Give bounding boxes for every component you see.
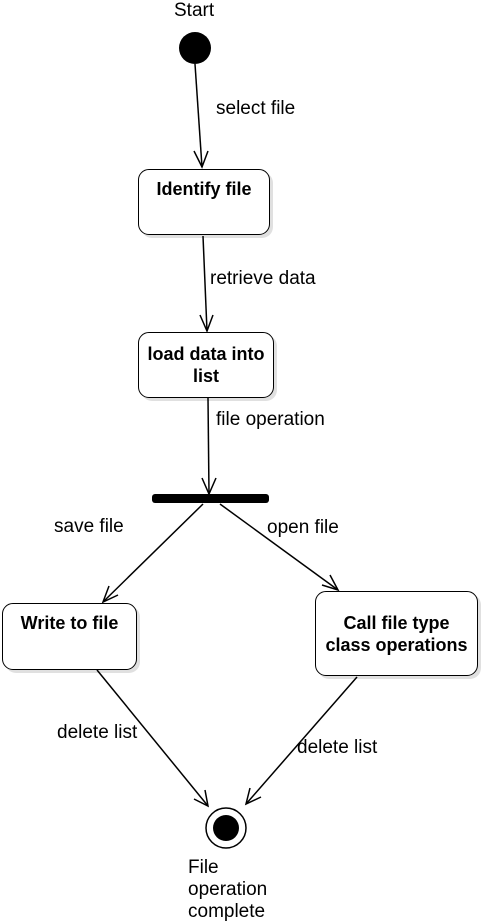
end-label: File operation complete (188, 857, 268, 922)
node-load-data: load data into list (138, 332, 274, 398)
edge-label-open-file: open file (267, 517, 339, 538)
edge-open-file (219, 503, 340, 592)
edge-label-select-file: select file (216, 98, 296, 119)
edge-delete-list-left (96, 669, 210, 808)
edge-label-retrieve-data: retrieve data (210, 268, 316, 289)
edge-retrieve-data (199, 235, 214, 333)
edge-label-save-file: save file (54, 516, 124, 537)
node-identify-file: Identify file (138, 169, 270, 235)
start-label: Start (174, 0, 215, 21)
edge-label-delete-list-left: delete list (57, 722, 138, 743)
edge-label-file-operation: file operation (216, 409, 325, 430)
edge-delete-list-right (244, 676, 358, 806)
edge-file-operation (201, 397, 217, 496)
edge-select-file (193, 63, 209, 169)
edge-label-delete-list-right: delete list (297, 737, 378, 758)
fork-bar (152, 494, 269, 503)
edge-save-file (101, 503, 204, 604)
node-write-to-file: Write to file (2, 603, 137, 670)
end-node (205, 807, 247, 849)
node-call-file-type: Call file type class operations (315, 591, 478, 676)
start-node (179, 32, 211, 64)
